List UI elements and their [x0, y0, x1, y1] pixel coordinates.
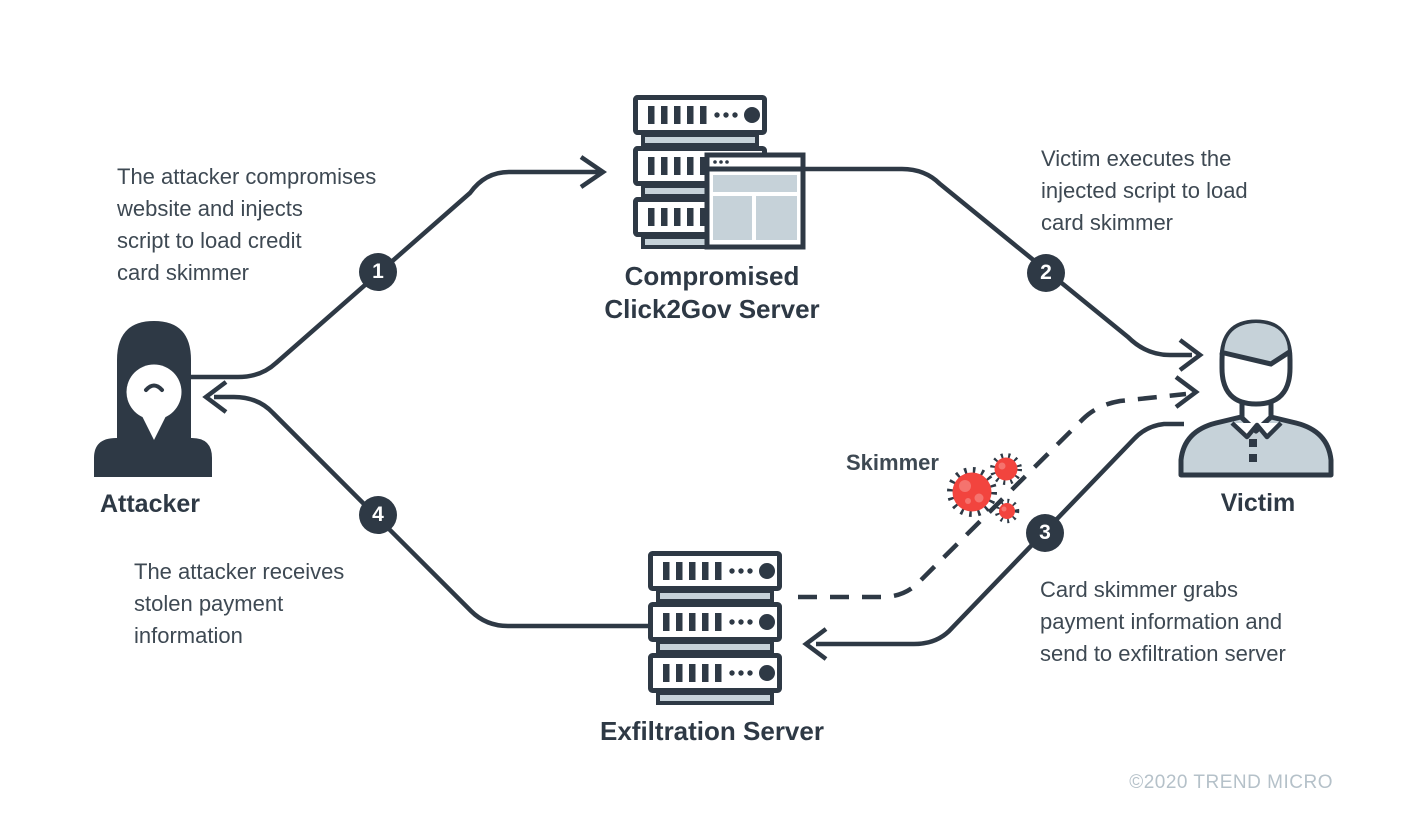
- virus-small-icon: [994, 498, 1020, 524]
- step-3-line-2: payment information and: [1040, 609, 1283, 634]
- step-4-badge: 4: [359, 496, 397, 534]
- exfiltration-server-icon: [651, 554, 780, 705]
- attacker-label: Attacker: [99, 490, 201, 518]
- step-3-description: Card skimmer grabs payment information a…: [1040, 574, 1286, 670]
- step-1-badge: 1: [359, 253, 397, 291]
- step-1-description: The attacker compromises website and inj…: [117, 161, 376, 289]
- step-4-line-1: The attacker receives: [134, 559, 345, 584]
- victim-hairline: [1219, 348, 1293, 367]
- exfiltration-server-label: Exfiltration Server: [600, 716, 824, 746]
- step-2-line-2: injected script to load: [1041, 178, 1248, 203]
- attacker-hood-opening: [141, 414, 167, 440]
- step-4-line-2: stolen payment: [134, 591, 284, 616]
- step-2-badge: 2: [1027, 254, 1065, 292]
- skimmer-label: Skimmer: [846, 450, 939, 475]
- attacker-brow: [144, 383, 164, 392]
- virus-large-icon: [947, 467, 997, 517]
- step-2-number: 2: [1040, 261, 1052, 284]
- virus-medium-icon: [990, 453, 1022, 485]
- step-4-description: The attacker receives stolen payment inf…: [134, 556, 344, 652]
- browser-window-icon: [704, 152, 806, 250]
- step-2-line-1: Victim executes the: [1041, 146, 1232, 171]
- step-3-number: 3: [1039, 521, 1051, 544]
- compromised-server-label-line-2: Click2Gov Server: [604, 294, 820, 324]
- step-4-number: 4: [372, 503, 384, 526]
- step-1-line-2: website and injects: [117, 196, 303, 221]
- attacker-icon: [94, 321, 212, 477]
- step-3-badge: 3: [1026, 514, 1064, 552]
- step-2-line-3: card skimmer: [1041, 210, 1174, 235]
- step-1-line-3: script to load credit: [117, 228, 302, 253]
- step-2-description: Victim executes the injected script to l…: [1041, 143, 1248, 239]
- attacker-shoulders: [94, 438, 212, 477]
- step-1-number: 1: [372, 260, 384, 283]
- victim-icon: [1178, 319, 1334, 478]
- step-3-line-1: Card skimmer grabs: [1040, 577, 1239, 602]
- step-3-line-3: send to exfiltration server: [1040, 641, 1286, 666]
- skimmer-virus-icons: [947, 453, 1022, 524]
- victim-label: Victim: [1220, 489, 1296, 517]
- step-4-line-3: information: [134, 623, 243, 648]
- attacker-face: [126, 364, 182, 420]
- compromised-server-icon: [636, 98, 806, 250]
- compromised-server-label-line-1: Compromised: [624, 261, 800, 291]
- victim-hair: [1224, 323, 1288, 363]
- compromised-server-label: Compromised Click2Gov Server: [562, 260, 862, 326]
- victim-collar: [1230, 421, 1283, 440]
- step-1-line-4: card skimmer: [117, 260, 250, 285]
- step-1-line-1: The attacker compromises: [117, 164, 377, 189]
- dashed-arrow-skimmer-delivery: [798, 375, 1200, 600]
- copyright-text: ©2020 TREND MICRO: [1129, 772, 1333, 793]
